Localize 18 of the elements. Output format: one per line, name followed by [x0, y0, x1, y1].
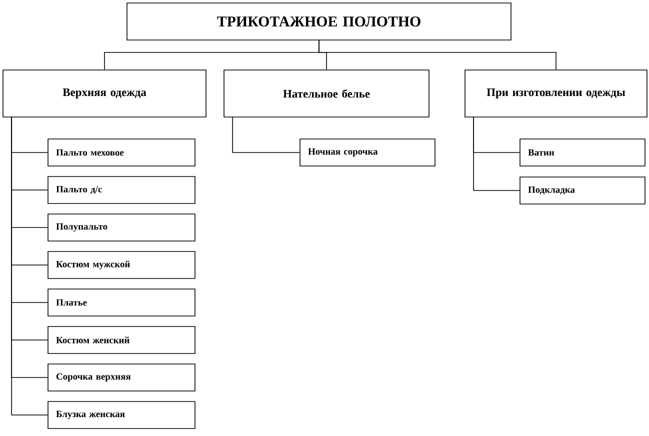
- connector-line: [473, 117, 520, 191]
- connector-line: [318, 40, 556, 70]
- item-box: Полупальто: [48, 214, 196, 242]
- item-box: Блузка женская: [48, 401, 196, 429]
- item-box: Ватин: [520, 138, 646, 166]
- item-box: Костюм мужской: [48, 251, 196, 279]
- item-box: Сорочка верхняя: [48, 364, 196, 392]
- item-box: Платье: [48, 288, 196, 316]
- connector-line: [232, 117, 300, 153]
- category-box: Нательное белье: [224, 70, 430, 118]
- item-box: Костюм женский: [48, 326, 196, 354]
- title-box: ТРИКОТАЖНОЕ ПОЛОТНО: [126, 2, 512, 40]
- item-box: Пальто меховое: [48, 138, 196, 166]
- category-box: Верхняя одежда: [2, 70, 206, 118]
- category-box: При изготовлении одежды: [464, 70, 648, 118]
- item-box: Подкладка: [520, 176, 646, 204]
- item-box: Ночная сорочка: [300, 138, 436, 166]
- item-box: Пальто д/с: [48, 176, 196, 204]
